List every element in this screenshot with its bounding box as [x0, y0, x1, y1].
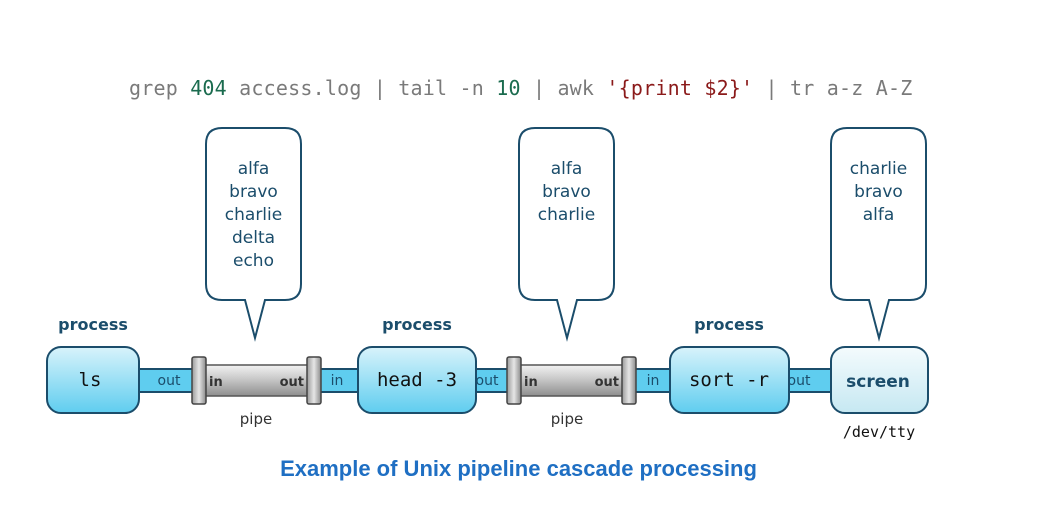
- connector-label: out: [476, 373, 499, 389]
- bubble-line: bravo: [542, 182, 591, 202]
- process-head-box: [357, 346, 477, 414]
- pipe-cap-right: [621, 356, 637, 405]
- pipe-cap-left: [506, 356, 522, 405]
- pipe-out-label: out: [595, 375, 619, 390]
- data-bubble: [518, 127, 615, 342]
- pipe-in-label: in: [524, 375, 538, 390]
- bubble-line: alfa: [238, 159, 270, 179]
- cmd-token: '{print $2}': [606, 76, 754, 100]
- screen-box: [830, 346, 929, 414]
- screen-name: screen: [846, 372, 910, 392]
- process-sort-name: sort -r: [689, 369, 769, 391]
- pipe-body: [201, 364, 312, 397]
- pipe-cap-left: [191, 356, 207, 405]
- connector-label: out: [158, 373, 181, 389]
- bubble-line: alfa: [863, 205, 895, 225]
- command-line: grep 404 access.log | tail -n 10 | awk '…: [80, 52, 912, 100]
- pipe-in-label: in: [209, 375, 223, 390]
- cmd-token: access.log | tail -n: [226, 76, 497, 100]
- pipe-out-label: out: [280, 375, 304, 390]
- bubble-line: charlie: [850, 159, 907, 179]
- screen-device-label: /dev/tty: [843, 423, 915, 441]
- bubble-line: bravo: [854, 182, 903, 202]
- data-bubble: [205, 127, 302, 342]
- data-bubble: [830, 127, 927, 342]
- bubble-line: charlie: [225, 205, 282, 225]
- process-ls-name: ls: [79, 369, 102, 391]
- connector-label: in: [647, 373, 660, 389]
- connector-label: in: [331, 373, 344, 389]
- pipe-label: pipe: [240, 410, 272, 428]
- process-heading: process: [694, 315, 764, 334]
- bubble-line: charlie: [538, 205, 595, 225]
- cmd-token: | tr a-z A-Z: [753, 76, 913, 100]
- cmd-token: | awk: [520, 76, 607, 100]
- pipe-label: pipe: [551, 410, 583, 428]
- cmd-token: 10: [496, 76, 521, 100]
- process-heading: process: [382, 315, 452, 334]
- diagram-caption: Example of Unix pipeline cascade process…: [280, 456, 757, 481]
- bubble-line: bravo: [229, 182, 278, 202]
- process-heading: process: [58, 315, 128, 334]
- bubble-line: echo: [233, 251, 274, 271]
- bubble-line: delta: [232, 228, 275, 248]
- process-head-name: head -3: [377, 369, 457, 391]
- connector-label: out: [788, 373, 811, 389]
- process-sort-box: [669, 346, 790, 414]
- cmd-token: grep: [128, 76, 191, 100]
- bubble-line: alfa: [551, 159, 583, 179]
- process-ls-box: [46, 346, 140, 414]
- cmd-token: 404: [190, 76, 227, 100]
- pipe-cap-right: [306, 356, 322, 405]
